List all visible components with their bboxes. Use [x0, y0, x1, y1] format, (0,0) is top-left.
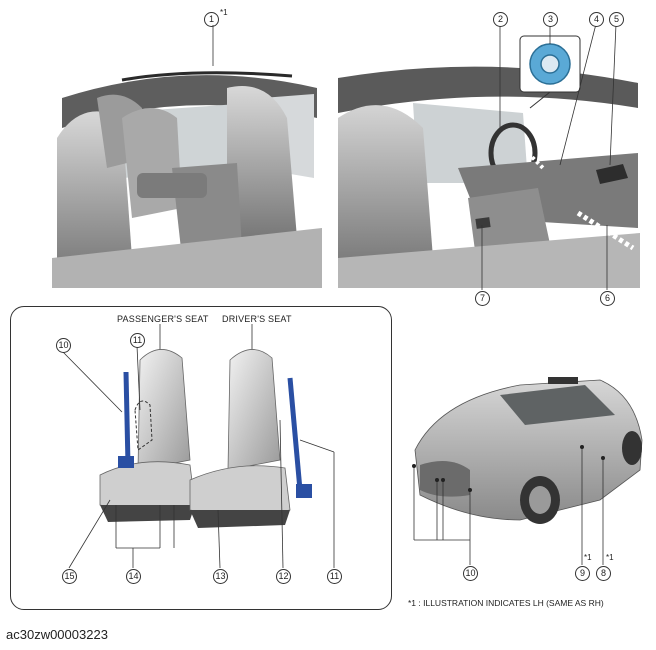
- callout-13: 13: [213, 569, 228, 584]
- callout-14: 14: [126, 569, 141, 584]
- callout-4: 4: [589, 12, 604, 27]
- interior-left-illustration: [52, 58, 322, 288]
- callout-9: 9: [575, 566, 590, 581]
- passenger-seat-label: PASSENGER'S SEAT: [117, 314, 209, 324]
- callout-3: 3: [543, 12, 558, 27]
- callout-7: 7: [475, 291, 490, 306]
- callout-11-passenger: 11: [130, 333, 145, 348]
- callout-15: 15: [62, 569, 77, 584]
- callout-8: 8: [596, 566, 611, 581]
- callout-5: 5: [609, 12, 624, 27]
- callout-10-exterior: 10: [463, 566, 478, 581]
- interior-right-illustration: [338, 58, 640, 288]
- footnote-marker-9: *1: [584, 553, 592, 562]
- callout-11-driver: 11: [327, 569, 342, 584]
- footnote-marker-1: *1: [220, 8, 228, 17]
- callout-1: 1: [204, 12, 219, 27]
- figure-code: ac30zw00003223: [6, 627, 108, 642]
- callout-12: 12: [276, 569, 291, 584]
- driver-seat-label: DRIVER'S SEAT: [222, 314, 292, 324]
- callout-2: 2: [493, 12, 508, 27]
- callout-6: 6: [600, 291, 615, 306]
- illustration-note: *1 : ILLUSTRATION INDICATES LH (SAME AS …: [408, 598, 604, 608]
- callout-10-seatbelt: 10: [56, 338, 71, 353]
- footnote-marker-8: *1: [606, 553, 614, 562]
